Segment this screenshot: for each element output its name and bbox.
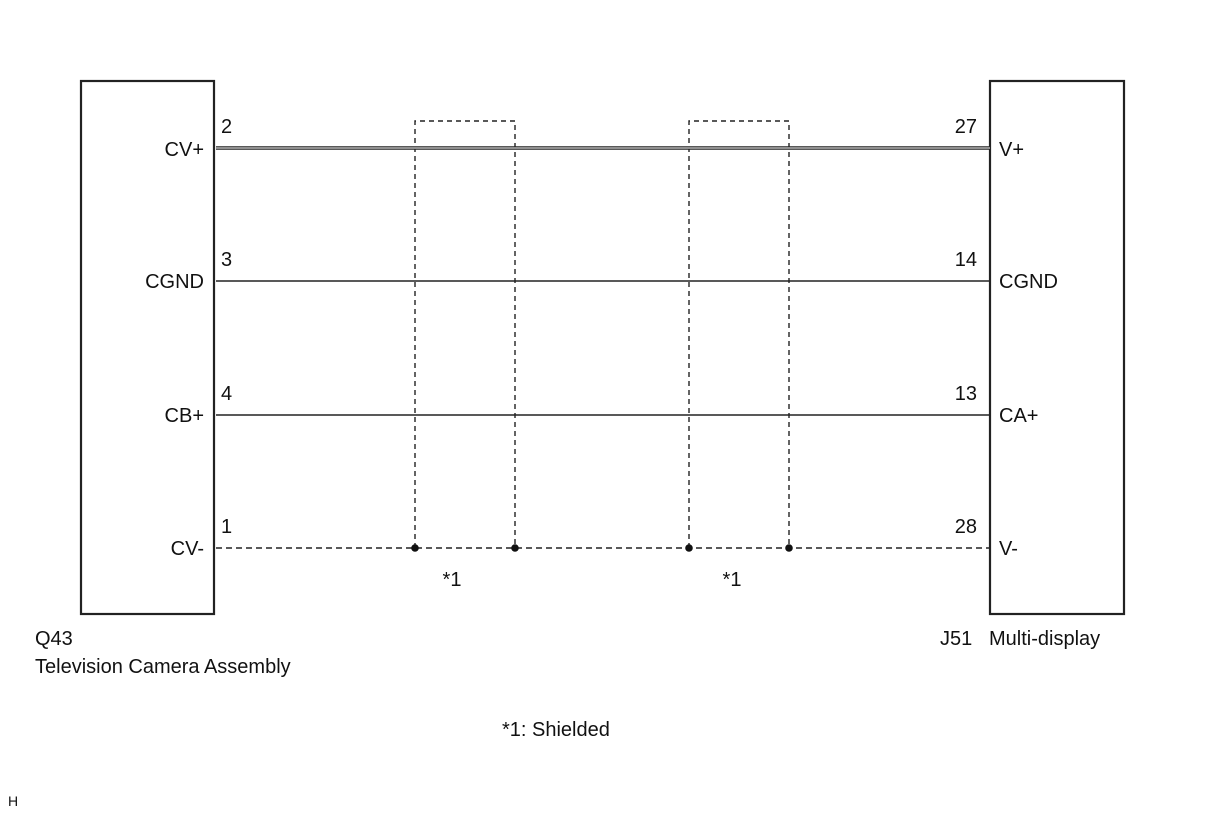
shield-junction-dot <box>685 544 693 552</box>
left-pin-number: 2 <box>221 116 232 138</box>
left-pin-number: 3 <box>221 249 232 271</box>
shield-junction-dot <box>411 544 419 552</box>
right-component-box <box>988 79 1126 616</box>
left-terminal-label-cv-plus: CV+ <box>165 139 204 161</box>
shield-box-left <box>414 120 516 548</box>
right-component-code: J51 <box>940 628 972 650</box>
shield-mark: *1 <box>723 569 742 591</box>
right-pin-number: 13 <box>955 383 977 405</box>
left-component-name: Television Camera Assembly <box>35 656 291 678</box>
right-terminal-label-ca-plus: CA+ <box>999 405 1038 427</box>
left-terminal-label-cgnd: CGND <box>145 271 204 293</box>
left-component-code: Q43 <box>35 628 73 650</box>
right-pin-number: 28 <box>955 516 977 538</box>
left-terminal-label-cv-minus: CV- <box>171 538 204 560</box>
left-pin-number: 4 <box>221 383 232 405</box>
left-terminal-label-cb-plus: CB+ <box>165 405 204 427</box>
right-component-name: Multi-display <box>989 628 1100 650</box>
shield-junction-dot <box>511 544 519 552</box>
right-pin-number: 27 <box>955 116 977 138</box>
left-component-box <box>79 79 216 616</box>
right-terminal-label-cgnd: CGND <box>999 271 1058 293</box>
corner-mark: H <box>8 793 18 809</box>
left-pin-number: 1 <box>221 516 232 538</box>
right-terminal-label-v-plus: V+ <box>999 139 1024 161</box>
right-terminal-label-v-minus: V- <box>999 538 1018 560</box>
right-pin-number: 14 <box>955 249 977 271</box>
shield-legend: *1: Shielded <box>502 719 610 741</box>
shield-junction-dot <box>785 544 793 552</box>
shield-mark: *1 <box>443 569 462 591</box>
shield-box-right <box>688 120 790 548</box>
